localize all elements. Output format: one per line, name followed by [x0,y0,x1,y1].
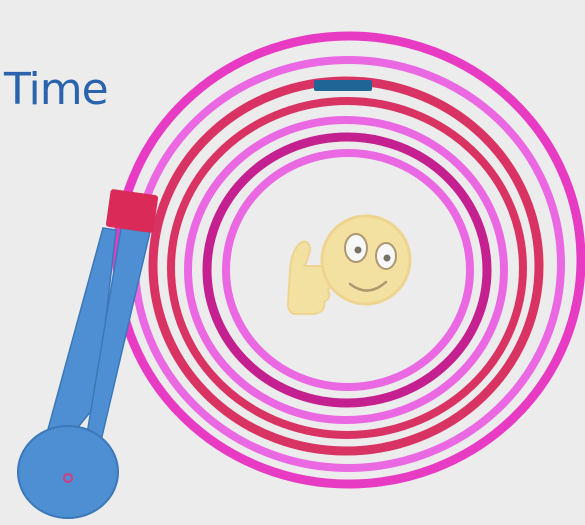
lever-pendulum-icon [18,228,150,518]
red-marker-icon [106,189,159,233]
right-pupil [384,255,391,262]
left-pupil [355,247,362,254]
blue-marker-icon [314,80,372,91]
thumbs-up-smiley-icon [288,216,410,314]
page-title: Time [4,64,108,115]
lever-base [18,426,118,518]
